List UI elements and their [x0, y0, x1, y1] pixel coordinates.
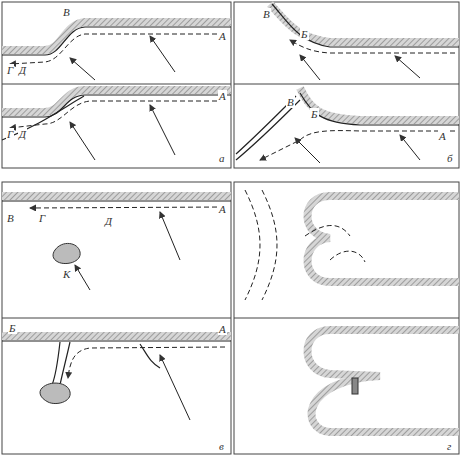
part-letter: А: [218, 203, 227, 215]
part-letter: Д: [104, 215, 113, 227]
part-letter: А: [218, 90, 227, 102]
part-letter: в: [218, 440, 225, 452]
part-letter: В: [286, 96, 295, 108]
part-letter: Г: [6, 64, 14, 76]
part-letter: А: [218, 30, 227, 42]
part-letter: Г: [6, 128, 14, 140]
part-letter: Д: [18, 64, 27, 76]
part-letter: В: [62, 6, 71, 18]
part-letter: Б: [310, 108, 319, 120]
part-letter: В: [262, 8, 271, 20]
part-letter: А: [438, 130, 447, 142]
part-letter: г: [446, 440, 452, 452]
part-letter: б: [446, 152, 454, 164]
part-letter: а: [218, 152, 226, 164]
part-letter: К: [62, 268, 71, 280]
part-letter: Б: [300, 28, 309, 40]
part-letter: Д: [18, 128, 27, 140]
part-letter: В: [6, 212, 15, 224]
part-letter: Г: [38, 212, 46, 224]
part-letter: А: [218, 323, 227, 335]
part-letter: Б: [8, 322, 17, 334]
